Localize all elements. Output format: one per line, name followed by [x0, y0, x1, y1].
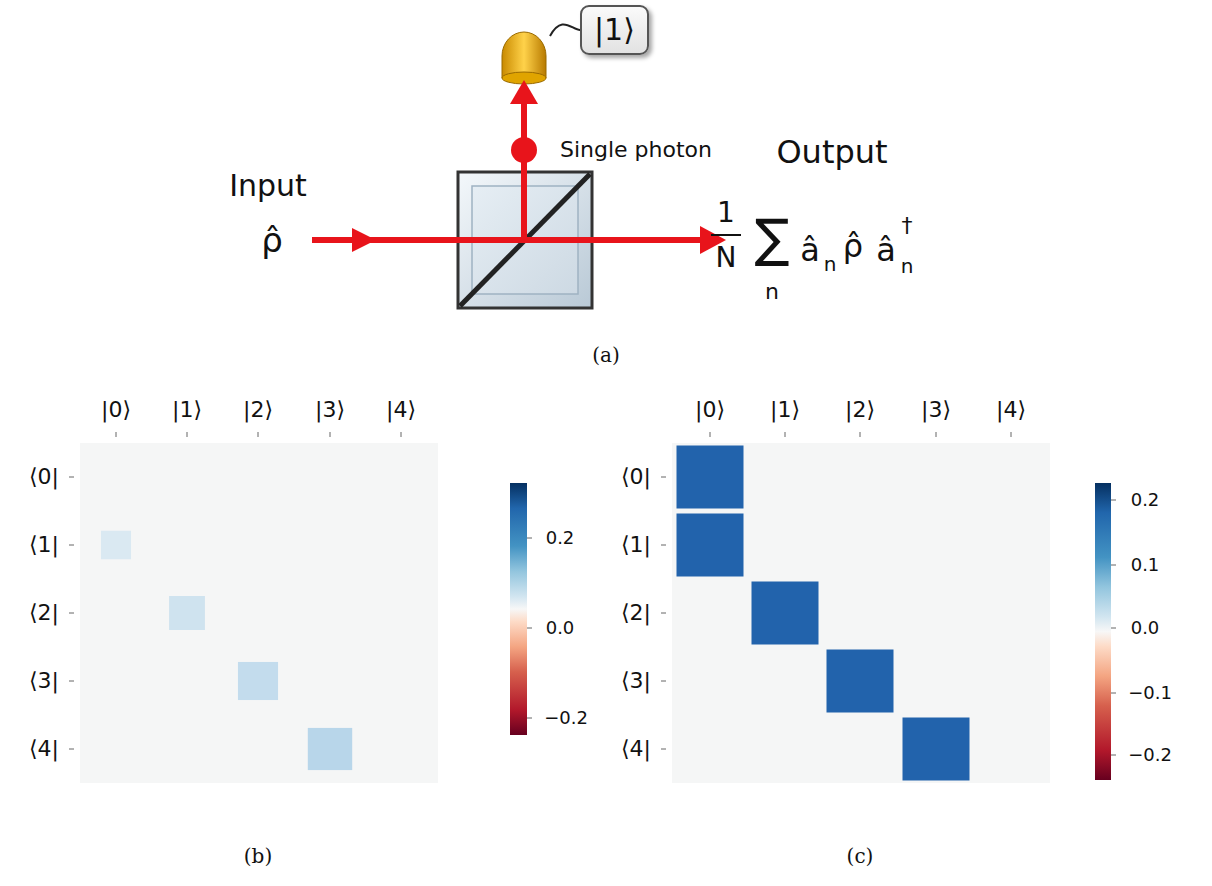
colorbar-tick: 0.2 [1131, 491, 1160, 509]
tick-mark [661, 749, 666, 750]
matrix-cell [677, 514, 744, 577]
matrix-cell [827, 650, 894, 713]
tick-mark [661, 613, 666, 614]
row-label: ⟨2| [29, 602, 59, 624]
tick-mark [69, 613, 74, 614]
colorbar [1095, 483, 1111, 780]
column-label: |2⟩ [845, 399, 875, 421]
output-label: Output [776, 136, 887, 168]
input-state: ρ̂ [261, 223, 283, 257]
tick-mark [1111, 755, 1116, 756]
formula-part: ∑ [754, 212, 789, 264]
colorbar-tick: 0.1 [1131, 556, 1160, 574]
row-label: ⟨0| [29, 466, 59, 488]
colorbar-tick: −0.1 [1128, 684, 1172, 702]
matrix-cell [101, 531, 131, 560]
tick-mark [69, 681, 74, 682]
formula-part: â [876, 234, 896, 266]
tick-mark [1111, 565, 1116, 566]
fraction-bar [711, 234, 741, 236]
tick-mark [69, 477, 74, 478]
node-text: |1⟩ [582, 7, 647, 53]
row-label: ⟨1| [621, 534, 651, 556]
column-label: |3⟩ [315, 399, 345, 421]
formula-part: 1 [717, 199, 735, 227]
colorbar [510, 483, 527, 735]
tick-mark [527, 718, 532, 719]
tick-mark [527, 538, 532, 539]
matrix-plot [672, 443, 1050, 783]
row-label: ⟨3| [621, 670, 651, 692]
panel-caption: (b) [244, 846, 272, 866]
input-label: Input [229, 171, 307, 201]
row-label: ⟨0| [621, 466, 651, 488]
tick-mark [527, 628, 532, 629]
formula-part: n [824, 254, 837, 274]
tick-mark [785, 432, 786, 437]
formula-part: † [902, 215, 913, 237]
tick-mark [936, 432, 937, 437]
formula-part: n [765, 281, 779, 303]
formula-part: N [716, 244, 737, 272]
row-label: ⟨2| [621, 602, 651, 624]
column-label: |4⟩ [996, 399, 1026, 421]
column-label: |1⟩ [770, 399, 800, 421]
column-label: |1⟩ [172, 399, 202, 421]
matrix-cells [101, 446, 970, 781]
formula-part: â [800, 234, 820, 266]
column-label: |2⟩ [243, 399, 273, 421]
axis-ticks [69, 432, 1116, 755]
detector-readout-box: |1⟩ [580, 5, 649, 55]
matrix-cell [903, 718, 970, 781]
matrix-cell [238, 662, 278, 700]
tick-mark [661, 545, 666, 546]
tick-mark [69, 545, 74, 546]
matrix-cell [169, 596, 205, 630]
formula-part: n [901, 256, 914, 276]
tick-mark [860, 432, 861, 437]
photon-label: Single photon [560, 139, 712, 161]
matrix-plot [80, 443, 438, 783]
row-label: ⟨3| [29, 670, 59, 692]
light-beam [312, 80, 726, 254]
matrix-cell [752, 582, 819, 645]
colorbar-tick: 0.2 [546, 529, 575, 547]
tick-mark [258, 432, 259, 437]
row-label: ⟨1| [29, 534, 59, 556]
panel-caption: (c) [847, 846, 874, 866]
matrix-cell [308, 728, 352, 770]
tick-mark [187, 432, 188, 437]
tick-mark [1111, 693, 1116, 694]
tick-mark [1111, 500, 1116, 501]
photon-detector [502, 24, 580, 84]
tick-mark [401, 432, 402, 437]
panel-caption: (a) [592, 345, 620, 365]
row-label: ⟨4| [621, 738, 651, 760]
tick-mark [69, 749, 74, 750]
column-label: |4⟩ [386, 399, 416, 421]
matrix-cell [677, 446, 744, 509]
tick-mark [710, 432, 711, 437]
formula-part: ρ̂ [843, 230, 863, 262]
colorbar-tick: 0.0 [546, 619, 575, 637]
column-label: |3⟩ [921, 399, 951, 421]
tick-mark [661, 681, 666, 682]
column-label: |0⟩ [101, 399, 131, 421]
tick-mark [116, 432, 117, 437]
column-label: |0⟩ [695, 399, 725, 421]
tick-mark [1111, 628, 1116, 629]
colorbar-tick: −0.2 [544, 709, 588, 727]
tick-mark [1011, 432, 1012, 437]
colorbar-tick: −0.2 [1128, 746, 1172, 764]
colorbar-tick: 0.0 [1131, 619, 1160, 637]
row-label: ⟨4| [29, 738, 59, 760]
tick-mark [330, 432, 331, 437]
tick-mark [661, 477, 666, 478]
